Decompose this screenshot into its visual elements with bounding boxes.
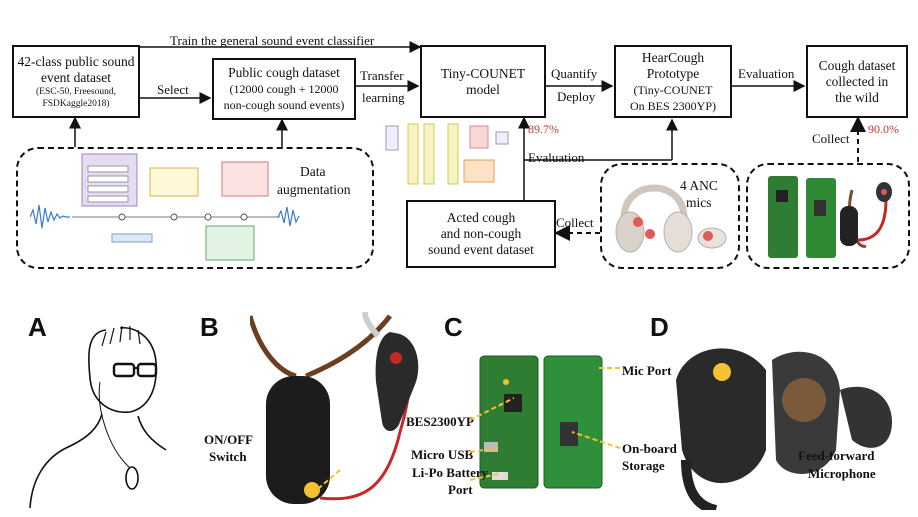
lipo-label-1: Li-Po Battery bbox=[412, 465, 489, 480]
pcb-board-svg bbox=[479, 355, 603, 489]
lipo-label-2: Port bbox=[448, 482, 473, 497]
model-title-1: Tiny-COUNET bbox=[440, 65, 526, 81]
storage-label-1: On-board bbox=[622, 441, 677, 456]
ff-label-1: Feed-forward bbox=[798, 448, 875, 463]
wild-line-3: the wild bbox=[835, 89, 879, 105]
hearcough-prototype-box: HearCough Prototype (Tiny-COUNET On BES … bbox=[614, 45, 732, 118]
mic-port-label: Mic Port bbox=[622, 363, 672, 378]
onoff-label-1: ON/OFF bbox=[204, 432, 254, 447]
panel-letter-a: A bbox=[28, 312, 47, 342]
model-title-2: model bbox=[466, 81, 500, 97]
public-dataset-box: 42-class public sound event dataset (ESC… bbox=[12, 45, 140, 118]
transfer-label-2: learning bbox=[362, 90, 405, 105]
model-architecture-svg bbox=[385, 123, 509, 185]
prototype-device-svg bbox=[768, 176, 892, 258]
cough-dataset-detail-2: non-cough sound events) bbox=[223, 98, 345, 112]
anc-earbud-region bbox=[600, 163, 740, 269]
pendant-device-svg bbox=[250, 312, 419, 504]
wild-score: 90.0% bbox=[868, 122, 899, 136]
bes-label: BES2300YP bbox=[406, 414, 474, 429]
aug-label-1: Data bbox=[300, 164, 326, 179]
ff-label-2: Microphone bbox=[808, 466, 876, 481]
pendant-device-image bbox=[250, 312, 450, 512]
wild-line-1: Cough dataset bbox=[818, 57, 896, 73]
prototype-device-image bbox=[756, 170, 906, 266]
panel-letter-b: B bbox=[200, 312, 219, 342]
anc-label-1: 4 ANC bbox=[680, 178, 718, 193]
cough-dataset-detail-1: (12000 cough + 12000 bbox=[229, 82, 339, 96]
wild-line-2: collected in bbox=[825, 73, 889, 89]
model-architecture-thumbnail bbox=[378, 122, 518, 196]
onoff-label-2: Switch bbox=[209, 449, 247, 464]
acted-line-3: sound event dataset bbox=[428, 242, 534, 257]
headphones-svg bbox=[615, 184, 727, 253]
aug-label-2: augmentation bbox=[277, 182, 351, 197]
usb-label: Micro USB bbox=[411, 447, 474, 462]
select-label: Select bbox=[157, 82, 189, 97]
pcb-board-image bbox=[476, 352, 616, 492]
proto-line-4: On BES 2300YP) bbox=[629, 98, 716, 113]
prototype-device-region bbox=[746, 163, 910, 269]
public-dataset-title-2: event dataset bbox=[40, 69, 112, 85]
train-label: Train the general sound event classifier bbox=[170, 33, 375, 48]
model-score: 89.7% bbox=[528, 122, 559, 136]
storage-label-2: Storage bbox=[622, 458, 665, 473]
person-sketch bbox=[26, 318, 176, 513]
acted-line-2: and non-cough bbox=[440, 226, 522, 241]
earbud-internals-image bbox=[656, 330, 906, 510]
quantify-label: Quantify bbox=[551, 66, 598, 81]
cough-dataset-title: Public cough dataset bbox=[228, 65, 340, 80]
proto-line-1: HearCough bbox=[641, 49, 705, 65]
acted-dataset-box: Acted cough and non-cough sound event da… bbox=[406, 200, 556, 268]
wild-dataset-box: Cough dataset collected in the wild bbox=[806, 45, 908, 118]
proto-line-2: Prototype bbox=[646, 65, 700, 81]
headphones-image bbox=[612, 170, 732, 266]
public-dataset-sources-1: (ESC-50, Freesound, bbox=[36, 86, 116, 97]
tiny-counet-model-box: Tiny-COUNET model bbox=[420, 45, 546, 118]
augmentation-pipeline-svg bbox=[30, 153, 300, 261]
public-dataset-title-1: 42-class public sound bbox=[17, 53, 135, 69]
evaluation-label-bottom: Evaluation bbox=[528, 150, 585, 165]
collect-label-left: Collect bbox=[556, 215, 594, 230]
proto-line-3: (Tiny-COUNET bbox=[633, 82, 713, 97]
public-dataset-sources-2: FSDKaggle2018) bbox=[42, 98, 110, 109]
earbud-internals-svg bbox=[676, 348, 892, 510]
acted-line-1: Acted cough bbox=[446, 210, 516, 225]
deploy-label: Deploy bbox=[557, 89, 596, 104]
person-sketch-svg bbox=[29, 325, 167, 509]
public-cough-dataset-box: Public cough dataset (12000 cough + 1200… bbox=[212, 58, 356, 120]
panel-letter-d: D bbox=[650, 312, 669, 342]
augmentation-pipeline-figure bbox=[30, 150, 300, 265]
transfer-label-1: Transfer bbox=[360, 68, 404, 83]
collect-label-right: Collect bbox=[812, 131, 850, 146]
evaluation-label-right: Evaluation bbox=[738, 66, 795, 81]
augmentation-region bbox=[16, 147, 374, 269]
anc-label-2: mics bbox=[686, 195, 712, 210]
panel-letter-c: C bbox=[444, 312, 463, 342]
